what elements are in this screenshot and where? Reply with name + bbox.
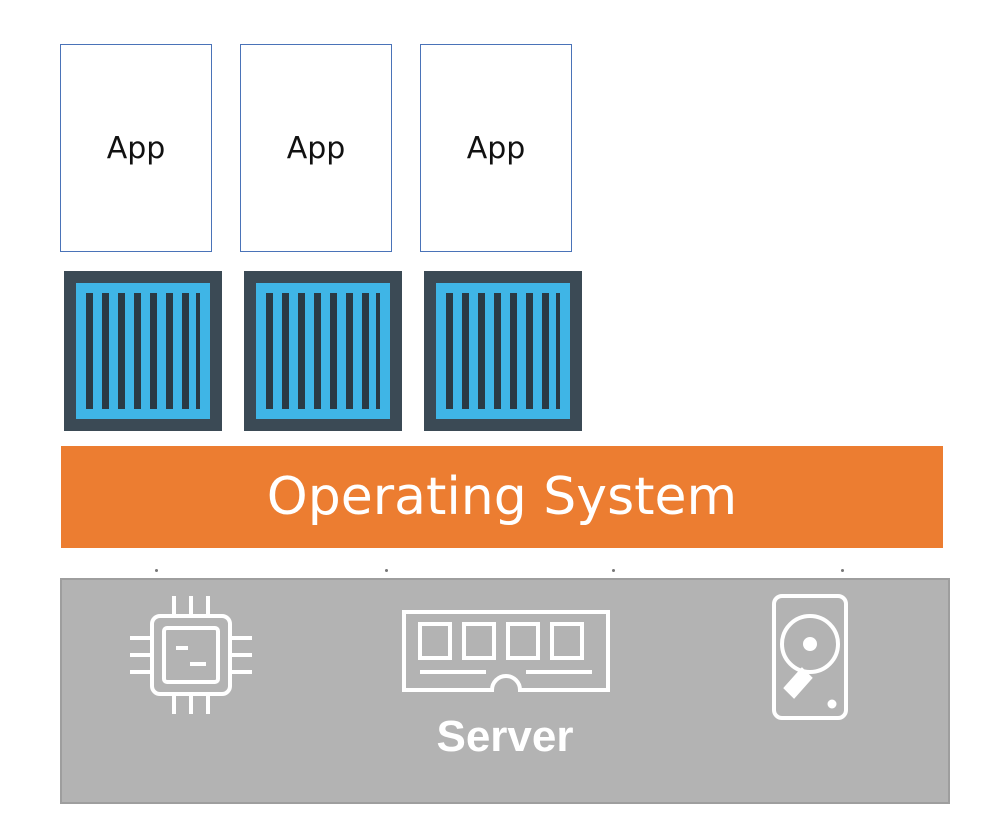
app-box-2: App xyxy=(240,44,392,252)
operating-system-layer: Operating System xyxy=(61,446,943,548)
container-icon xyxy=(64,271,222,431)
cpu-chip-icon xyxy=(130,596,252,714)
memory-ram-icon xyxy=(402,610,610,692)
app-label: App xyxy=(286,130,346,166)
tick-mark xyxy=(155,569,158,572)
tick-mark xyxy=(612,569,615,572)
tick-mark xyxy=(841,569,844,572)
container-icon xyxy=(424,271,582,431)
operating-system-label: Operating System xyxy=(266,467,738,527)
server-layer: Server xyxy=(60,578,950,804)
app-box-1: App xyxy=(60,44,212,252)
hard-drive-icon xyxy=(772,594,848,720)
app-box-3: App xyxy=(420,44,572,252)
app-label: App xyxy=(106,130,166,166)
container-icon xyxy=(244,271,402,431)
server-label: Server xyxy=(436,712,574,761)
app-label: App xyxy=(466,130,526,166)
tick-mark xyxy=(385,569,388,572)
